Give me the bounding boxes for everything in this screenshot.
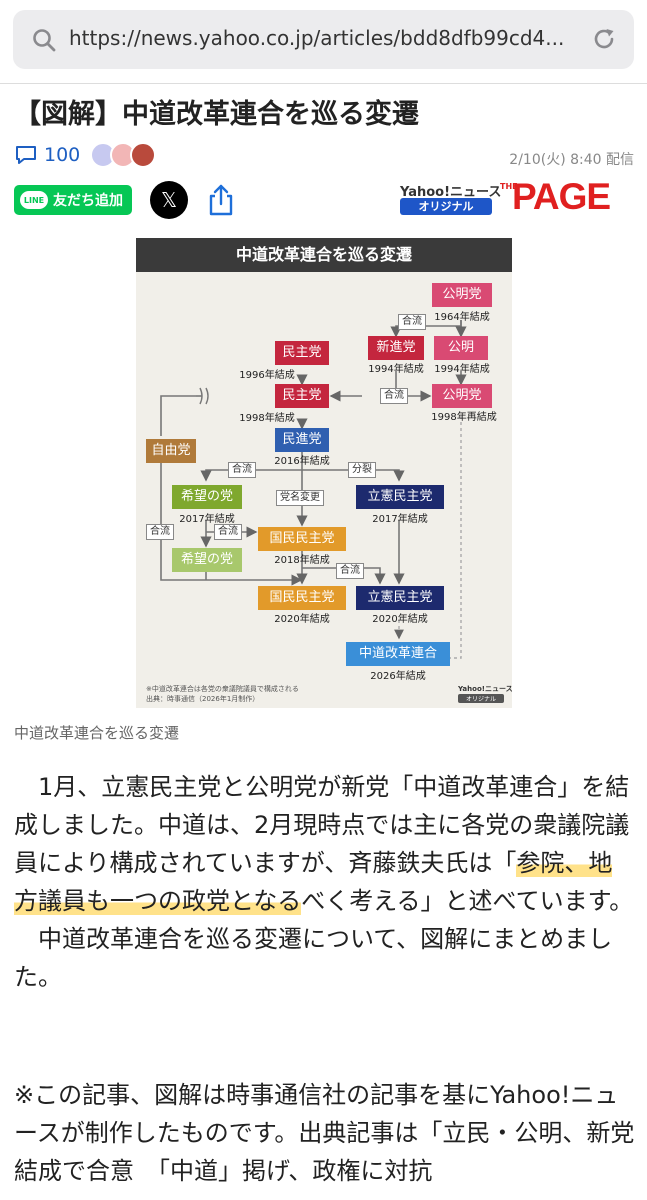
article-body: 1月、立憲民主党と公明党が新党「中道改革連合」を結成しました。中道は、2月現時点… bbox=[14, 768, 636, 996]
party-year: 2020年結成 bbox=[372, 614, 428, 625]
brand-page-logo: PAGE bbox=[512, 176, 611, 217]
tag-split: 分裂 bbox=[348, 462, 376, 478]
party-kibou-later: 希望の党 bbox=[172, 548, 242, 572]
party-kibou-2017: 希望の党 bbox=[172, 485, 242, 509]
tag-merge: 合流 bbox=[214, 524, 242, 540]
timeline-infographic[interactable]: 中道改革連合を巡る変遷 公明党 1964年結成 合流 新進党 1994年結成 公… bbox=[136, 238, 513, 708]
party-minshu-1998: 民主党 bbox=[275, 384, 329, 408]
yahoo-the-page-brand[interactable]: Yahoo!ニュース オリジナル THE PAGE bbox=[400, 176, 634, 218]
party-year: 1994年結成 bbox=[434, 364, 490, 375]
party-rikken-2017: 立憲民主党 bbox=[356, 485, 444, 509]
tag-merge: 合流 bbox=[336, 563, 364, 579]
party-year: 1998年再結成 bbox=[431, 412, 497, 423]
party-year: 2020年結成 bbox=[274, 614, 330, 625]
party-year: 2017年結成 bbox=[372, 514, 428, 525]
brand-original-badge: オリジナル bbox=[400, 198, 492, 215]
party-chudo-kaikaku: 中道改革連合 bbox=[346, 642, 450, 666]
tag-merge: 合流 bbox=[380, 388, 408, 404]
line-button-label: 友だち追加 bbox=[53, 193, 123, 209]
avatar bbox=[130, 142, 157, 168]
party-kokumin-2020: 国民民主党 bbox=[258, 586, 346, 610]
search-icon bbox=[33, 29, 56, 52]
line-icon: LINE bbox=[20, 191, 48, 209]
infographic-title: 中道改革連合を巡る変遷 bbox=[136, 238, 512, 272]
party-jiyu: 自由党 bbox=[146, 439, 196, 463]
publish-date: 2/10(火) 8:40 配信 bbox=[509, 152, 634, 168]
comment-count[interactable]: 100 bbox=[44, 144, 81, 166]
party-year: 2016年結成 bbox=[274, 456, 330, 467]
party-year: 2017年結成 bbox=[179, 514, 235, 525]
infographic-logo: Yahoo!ニュース オリジナル bbox=[458, 685, 513, 703]
share-icon[interactable] bbox=[206, 183, 236, 217]
browser-toolbar: https://news.yahoo.co.jp/articles/bdd8df… bbox=[0, 0, 647, 84]
brand-the: THE bbox=[500, 182, 518, 191]
party-komei-1964: 公明党 bbox=[432, 283, 492, 307]
address-bar[interactable]: https://news.yahoo.co.jp/articles/bdd8df… bbox=[13, 10, 634, 69]
paragraph: 中道改革連合を巡る変遷について、図解にまとめました。 bbox=[14, 925, 613, 991]
party-minshu-1996: 民主党 bbox=[275, 341, 329, 365]
url-text[interactable]: https://news.yahoo.co.jp/articles/bdd8df… bbox=[69, 26, 565, 50]
party-shinshin: 新進党 bbox=[368, 336, 424, 360]
party-year: 1996年結成 bbox=[239, 370, 295, 381]
comment-icon bbox=[16, 146, 36, 164]
tag-merge: 合流 bbox=[146, 524, 174, 540]
x-icon: 𝕏 bbox=[160, 188, 178, 212]
source-note: ※この記事、図解は時事通信社の記事を基にYahoo!ニュースが制作したものです。… bbox=[14, 1081, 635, 1185]
party-kokumin-2018: 国民民主党 bbox=[258, 527, 346, 551]
party-minshin: 民進党 bbox=[275, 428, 329, 452]
party-komei-1998: 公明党 bbox=[432, 384, 492, 408]
tag-merge: 合流 bbox=[398, 314, 426, 330]
reload-icon[interactable] bbox=[590, 25, 618, 53]
infographic-note: ※中道改革連合は各党の衆議院議員で構成される 出典：時事通信（2026年1月制作… bbox=[146, 685, 299, 703]
party-year: 1994年結成 bbox=[368, 364, 424, 375]
paragraph: 1月、立憲民主党と公明党が新党「中道改革連合」を結成しました。中道は、2月現時点… bbox=[14, 773, 634, 915]
figure-caption: 中道改革連合を巡る変遷 bbox=[14, 724, 180, 742]
party-year: 1998年結成 bbox=[239, 413, 295, 424]
line-add-friend-button[interactable]: LINE 友だち追加 bbox=[14, 185, 132, 215]
party-year: 2026年結成 bbox=[370, 671, 426, 682]
party-komei-1994: 公明 bbox=[434, 336, 488, 360]
x-share-button[interactable]: 𝕏 bbox=[150, 181, 188, 219]
commenter-avatars bbox=[90, 142, 157, 168]
party-year: 1964年結成 bbox=[434, 312, 490, 323]
article-headline: 【図解】中道改革連合を巡る変遷 bbox=[14, 99, 419, 130]
share-row: LINE 友だち追加 𝕏 bbox=[14, 180, 236, 220]
party-rikken-2020: 立憲民主党 bbox=[356, 586, 444, 610]
comment-link[interactable]: 100 bbox=[14, 140, 157, 170]
brand-yahoo-news: Yahoo!ニュース bbox=[400, 185, 502, 200]
tag-merge: 合流 bbox=[228, 462, 256, 478]
tag-rename: 党名変更 bbox=[276, 490, 324, 506]
party-year: 2018年結成 bbox=[274, 555, 330, 566]
